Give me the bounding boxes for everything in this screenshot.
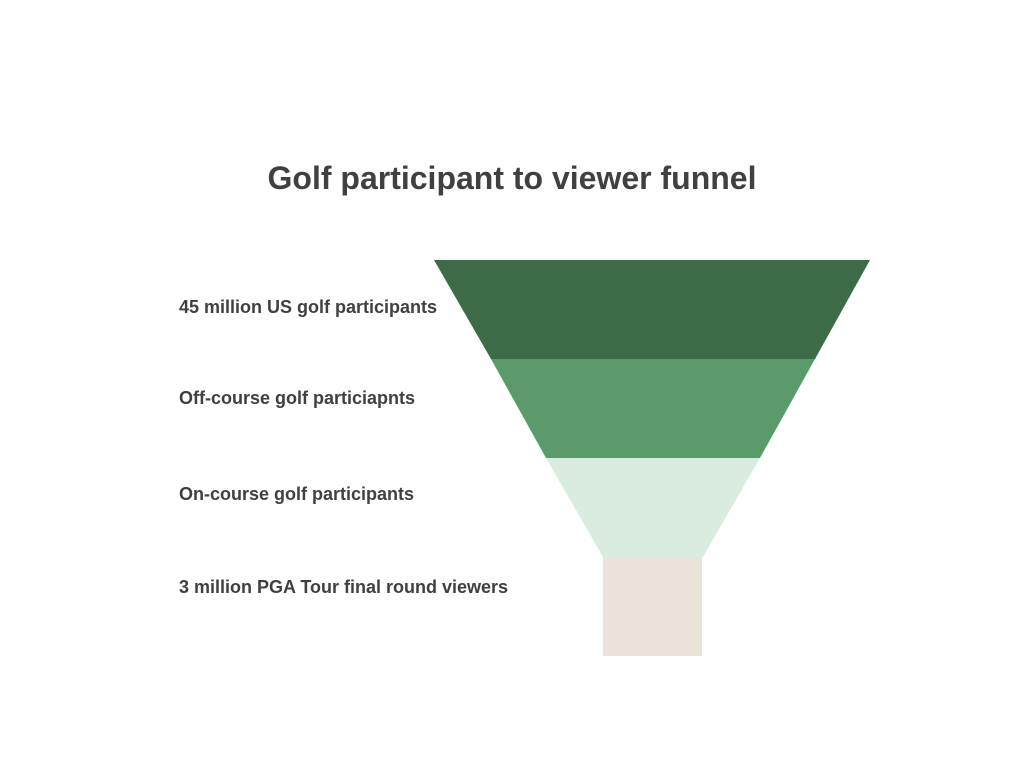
diagram-title: Golf participant to viewer funnel <box>267 160 757 196</box>
funnel-stage-4 <box>603 557 702 656</box>
stage-label-2: Off-course golf particiapnts <box>179 388 416 408</box>
funnel-stage-3 <box>546 458 760 557</box>
stage-label-4: 3 million PGA Tour final round viewers <box>179 577 509 597</box>
stage-label-1: 45 million US golf participants <box>179 297 438 317</box>
funnel-stage-2 <box>491 359 815 458</box>
stage-label-3: On-course golf participants <box>179 484 415 504</box>
funnel-stage-1 <box>434 260 870 359</box>
